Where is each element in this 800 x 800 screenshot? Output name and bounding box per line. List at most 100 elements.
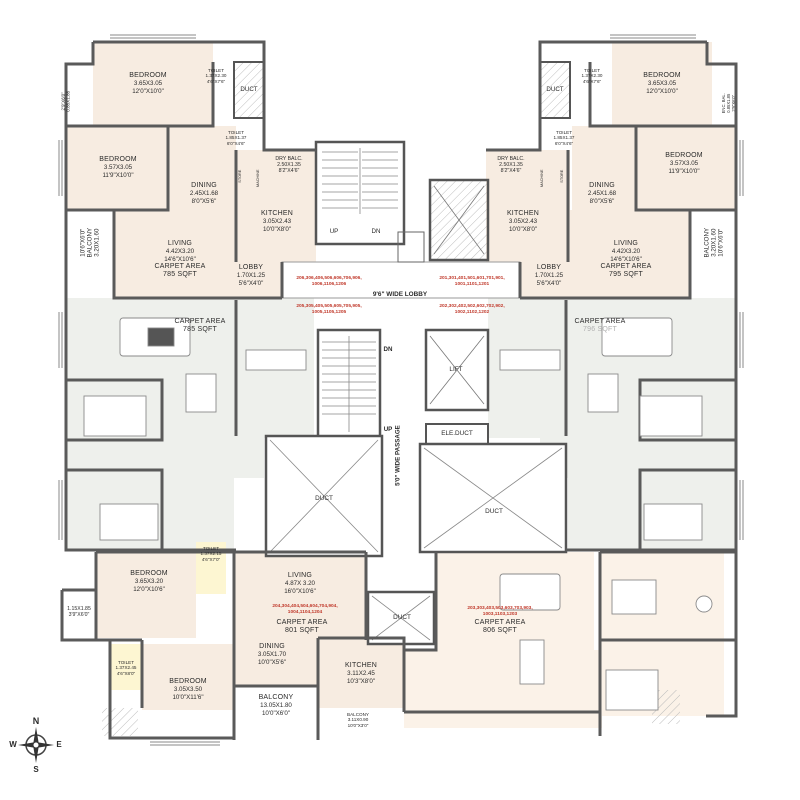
carpet-area-label: CARPET AREA: [600, 262, 652, 270]
room-dim-m: 1.37X2.15: [200, 551, 222, 557]
room-name: KITCHEN: [344, 662, 378, 669]
bl-bedroom1-label: BEDROOM 3.65X3.20 12'0"X10'6": [106, 570, 192, 593]
room-dim-m: 2.45X1.68: [587, 190, 617, 198]
room-dim-ft: 10'0"X3'0": [347, 722, 369, 728]
tr-machine-label: MACHINE: [539, 169, 544, 187]
room-dim-ft: 8'2"X4'6": [500, 168, 522, 175]
room-name: BEDROOM: [643, 72, 681, 79]
room-dim-m: 3.57X3.05: [103, 164, 133, 172]
room-dim-m: 1.37X2.30: [205, 73, 227, 79]
room-dim-ft: 8'0"X5'6": [589, 197, 615, 205]
room-dim-m: 1.37X2.30: [581, 73, 603, 79]
room-dim-m: 4.42X3.20: [165, 248, 195, 256]
room-name: LIVING: [613, 240, 639, 247]
room-dim-m: 2.45X1.68: [189, 190, 219, 198]
room-dim-ft: 4'6"X7'6": [206, 78, 226, 84]
core: [233, 61, 571, 646]
room-dim-m: 2.50X1.35: [499, 162, 523, 169]
duct-right-label: DUCT: [485, 508, 503, 515]
room-dim-m: 3.05X2.43: [262, 218, 292, 226]
tl-store-label: STORE: [237, 169, 242, 183]
bl-toilet1-label: TOILET 1.37X2.15 4'6"X7'0": [196, 546, 226, 562]
stair-up-label: UP: [329, 228, 339, 235]
room-dim-ft: 10'6"X6'0": [79, 228, 87, 257]
room-name: LOBBY: [238, 264, 264, 271]
room-dim-m: 3.57X3.05: [669, 160, 699, 168]
tr-toilet1-label: TOILET 1.37X2.30 4'6"X7'6": [572, 68, 612, 84]
unit-numbers-line: 204,304,404,504,604,704,904,: [272, 604, 338, 609]
room-name: BEDROOM: [665, 152, 703, 159]
room-dim-ft: 12'0"X10'6": [133, 585, 165, 593]
room-dim-ft: 16'0"X10'6": [284, 587, 316, 595]
tl-toilet2-label: TOILET 1.85X1.37 6'0"X4'6": [218, 130, 254, 146]
tr-store-label: STORE: [559, 169, 564, 183]
room-name: LIVING: [167, 240, 193, 247]
room-name: BEDROOM: [169, 678, 207, 685]
tl-duct-label: DUCT: [234, 86, 264, 93]
room-name: TOILET: [228, 130, 244, 135]
room-dim-ft: 14'6"X10'6": [164, 255, 196, 263]
carpet-area-value: 806 SQFT: [483, 627, 517, 635]
room-dim-ft: 6'0"X4'6": [554, 140, 574, 146]
room-dim-ft: 8'0"X5'6": [191, 197, 217, 205]
room-dim-m: 3.05X1.70: [257, 651, 287, 659]
stair-up-mid-label: UP: [383, 426, 393, 433]
room-name: KITCHEN: [260, 210, 294, 217]
unit-numbers-line: 203,303,403,503,603,703,903,: [467, 606, 533, 611]
room-dim-m: 3.20X1.60: [93, 228, 101, 257]
carpet-area-label: CARPET AREA: [574, 318, 626, 325]
lift-label: LIFT: [449, 366, 463, 373]
room-name: LOBBY: [536, 264, 562, 271]
room-dim-m: 3.65X3.05: [647, 80, 677, 88]
room-dim-m: 4.87X 3.20: [285, 580, 315, 588]
room-dim-ft: 3'9"X6'0": [68, 612, 90, 619]
tl-lobby-label: LOBBY 1.70X1.25 5'6"X4'0": [228, 264, 274, 287]
room-dim-m: 3.65X3.05: [133, 80, 163, 88]
room-name: DINING: [259, 643, 285, 650]
room-name: KITCHEN: [506, 210, 540, 217]
tl-kitchen-label: KITCHEN 3.05X2.43 10'0"X8'0": [248, 210, 306, 233]
tr-balcony-label: BALCONY 3.20X1.60 10'6"X6'0": [703, 215, 724, 271]
bl-kitchen-label: KITCHEN 3.11X2.45 10'3"X8'0": [330, 662, 392, 685]
room-dim-ft: 5'6"X4'0": [238, 279, 264, 287]
carpet-area-label: CARPET AREA: [474, 619, 526, 626]
room-dim-m: 1.85X1.37: [553, 135, 575, 141]
room-dim-m: 0.85X1.85: [66, 90, 71, 112]
room-dim-m: 3.05X2.43: [508, 218, 538, 226]
tl-living-label: LIVING 4.42X3.20 14'6"X10'6" CARPET AREA…: [138, 240, 222, 279]
ml-carpet-label: CARPET AREA 785 SQFT: [160, 318, 240, 335]
tl-balcony-label: 10'6"X6'0" BALCONY 3.20X1.60: [79, 215, 100, 271]
br-unit-numbers: 203,303,403,503,603,703,903, 1003,1103,1…: [450, 606, 550, 618]
carpet-area-label: CARPET AREA: [154, 262, 206, 270]
room-name: DRY BALC.: [275, 156, 303, 162]
room-dim-ft: 10'0"X8'0": [508, 225, 538, 233]
bl-toilet2-label: TOILET 1.37X2.45 4'6"X8'0": [110, 660, 142, 676]
tl-machine-label: MACHINE: [255, 169, 260, 187]
tr-bedroom2-label: BEDROOM 3.57X3.05 11'9"X10'0": [638, 152, 730, 175]
duct-bottom-label: DUCT: [393, 614, 411, 621]
room-dim-ft: 2'9"X6'0": [730, 94, 736, 112]
room-name: BALCONY: [347, 712, 369, 717]
duct-left-label: DUCT: [315, 495, 333, 502]
room-dim-ft: 10'3"X8'0": [346, 677, 376, 685]
bl-carpet-label: CARPET AREA 801 SQFT: [262, 619, 342, 636]
room-name: TOILET: [208, 68, 224, 73]
unit-numbers-line: 1001,1101,1201: [454, 281, 490, 287]
furniture: [83, 317, 713, 711]
unit-numbers-line: 1002,1102,1202: [454, 309, 490, 315]
carpet-area-label: CARPET AREA: [174, 318, 226, 325]
room-dim-m: 1.85X1.37: [225, 135, 247, 141]
room-dim-ft: 10'0"X11'6": [172, 693, 204, 701]
room-name: BEDROOM: [130, 570, 168, 577]
unit-numbers-line: 201,301,401,501,601,701,901,: [439, 276, 505, 281]
tl-bedroom2-label: BEDROOM 3.57X3.05 11'9"X10'0": [72, 156, 164, 179]
room-dim-m: 1.15X1.85: [67, 606, 91, 612]
tr-duct-label: DUCT: [540, 86, 570, 93]
room-name: LIVING: [287, 572, 313, 579]
lobby-label: 9'6" WIDE LOBBY: [372, 291, 428, 298]
mr-unit-numbers: 202,302,402,502,602,702,902, 1002,1102,1…: [426, 304, 518, 316]
room-dim-ft: 4'6"X7'0": [201, 556, 221, 562]
carpet-area-value: 796 SQFT: [583, 326, 617, 334]
room-dim-ft: 5'6"X4'0": [536, 279, 562, 287]
tr-dining-label: DINING 2.45X1.68 8'0"X5'6": [574, 182, 630, 205]
